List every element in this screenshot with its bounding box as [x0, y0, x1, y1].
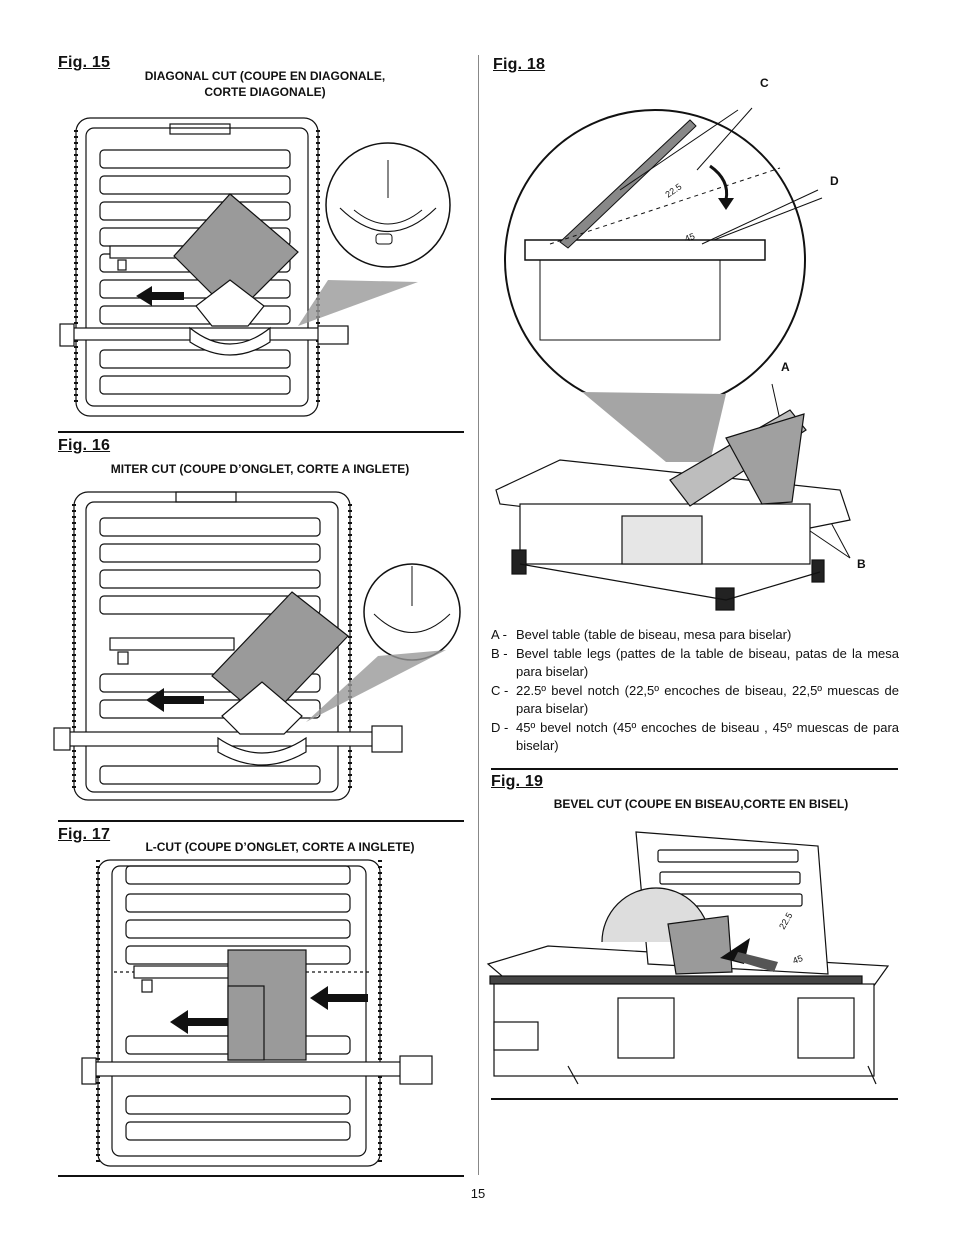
- fig16-miter-cut-illustration: [53, 491, 461, 801]
- fig16-miter-guide: [217, 681, 307, 766]
- fig18-label: Fig. 18: [493, 56, 546, 73]
- legend-text: 22.5º bevel notch (22,5º encoches de bis…: [516, 682, 899, 717]
- fig15-bottom-rule: [58, 431, 464, 433]
- fig16-label: Fig. 16: [58, 437, 111, 454]
- fig16-magnifier: [306, 563, 461, 722]
- fig15-feed-arrow-icon: [136, 286, 184, 306]
- legend-key: A -: [491, 627, 507, 642]
- legend-key: B -: [491, 645, 508, 661]
- fig15-diagonal-cut-illustration: [59, 117, 451, 417]
- fig19-angle-45: 45: [791, 953, 804, 966]
- fig15-magnifier: [298, 142, 451, 326]
- fig15-caption-line1: DIAGONAL CUT (COUPE EN DIAGONALE,: [144, 69, 386, 83]
- fig19-bottom-rule: [491, 1098, 898, 1100]
- fig15-caption-line2: CORTE DIAGONALE): [204, 85, 326, 99]
- fig17-l-tile: [227, 949, 307, 1061]
- fig18-magnifier: 22.5 45: [504, 109, 819, 462]
- fig19-caption: BEVEL CUT (COUPE EN BISEAU,CORTE EN BISE…: [553, 797, 849, 811]
- fig17-feed-arrow-left-icon: [170, 1010, 228, 1034]
- legend-row-b: B - Bevel table legs (pattes de la table…: [491, 645, 899, 682]
- fig18-angle-45: 45: [683, 231, 696, 244]
- legend-row-a: A - Bevel table (table de biseau, mesa p…: [491, 626, 899, 645]
- legend-row-c: C - 22.5º bevel notch (22,5º encoches de…: [491, 682, 899, 719]
- fig18-callout-a: A: [781, 360, 790, 374]
- fig17-rip-fence: [81, 965, 433, 1085]
- column-divider: [478, 55, 479, 1175]
- fig16-caption: MITER CUT (COUPE D’ONGLET, CORTE A INGLE…: [110, 462, 410, 476]
- fig18-bottom-rule: [491, 768, 898, 770]
- fig18-legend: A - Bevel table (table de biseau, mesa p…: [491, 626, 899, 756]
- fig18-callout-d: D: [830, 174, 839, 188]
- fig17-l-cut-illustration: [81, 859, 433, 1167]
- fig17-feed-arrow-left-right-icon: [310, 986, 368, 1010]
- legend-row-d: D - 45º bevel notch (45º encoches de bis…: [491, 719, 899, 756]
- legend-text: Bevel table legs (pattes de la table de …: [516, 645, 899, 680]
- fig18-tilt-arrow-icon: [709, 164, 729, 201]
- fig15-label: Fig. 15: [58, 54, 111, 71]
- legend-key: C -: [491, 682, 509, 698]
- fig16-feed-arrow-icon: [146, 688, 204, 712]
- page-number: 15: [470, 1186, 486, 1201]
- legend-text: Bevel table (table de biseau, mesa para …: [516, 627, 792, 642]
- fig19-feed-arrow-icon: [720, 938, 778, 972]
- fig15-miter-guide: [189, 279, 271, 356]
- fig15-caption: DIAGONAL CUT (COUPE EN DIAGONALE, CORTE …: [120, 68, 410, 100]
- legend-key: D -: [491, 719, 509, 735]
- fig18-callout-b: B: [857, 557, 866, 571]
- fig18-tile-saw: [495, 409, 851, 611]
- fig19-label: Fig. 19: [491, 773, 544, 790]
- fig17-label: Fig. 17: [58, 826, 111, 843]
- fig16-bottom-rule: [58, 820, 464, 822]
- fig19-tile-saw: [486, 831, 890, 1085]
- fig18-bevel-table-illustration: 22.5 45: [495, 107, 851, 611]
- fig17-bottom-rule: [58, 1175, 464, 1177]
- legend-text: 45º bevel notch (45º encoches de biseau …: [516, 719, 899, 754]
- fig18-callout-c: C: [760, 76, 769, 90]
- fig17-caption: L-CUT (COUPE D’ONGLET, CORTE A INGLETE): [145, 840, 415, 854]
- fig19-bevel-cut-illustration: 22.5 45: [486, 831, 890, 1085]
- fig16-rip-fence: [53, 637, 403, 753]
